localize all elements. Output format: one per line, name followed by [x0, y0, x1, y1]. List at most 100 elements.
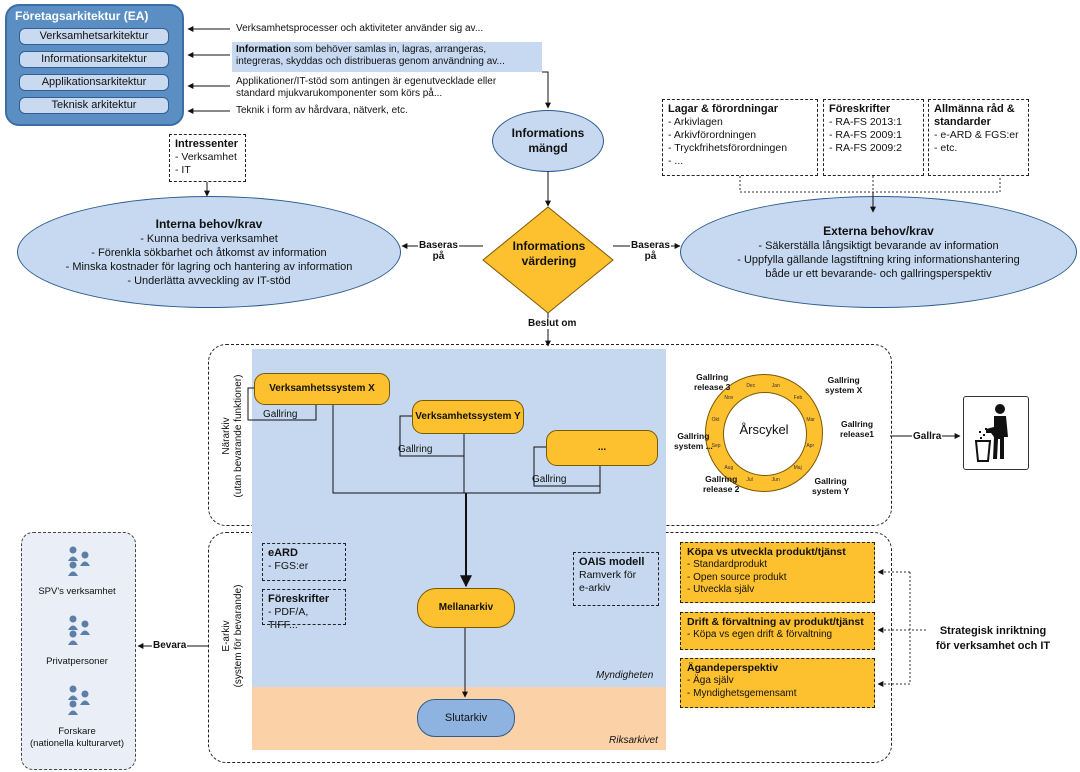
gallring-release1-1: Gallring — [840, 419, 874, 429]
gallring-release3-2: release 3 — [694, 382, 731, 392]
earkiv-label: E-arkiv (system för bevarande) — [221, 571, 245, 701]
foreskrifter-bottom-box: Föreskrifter - PDF/A, TIFF... — [262, 589, 346, 631]
allmanna-item: - etc. — [934, 142, 958, 154]
eard-item: - FGS:er — [268, 560, 309, 572]
baseras-left-1: Baseras — [419, 240, 458, 251]
lagar-title: Lagar & förordningar — [668, 103, 779, 115]
intressenter-item: - IT — [175, 164, 191, 176]
gallring-systemy-1: Gallring — [814, 476, 847, 486]
arscykel-title: Årscykel — [739, 422, 789, 437]
intressenter-title: Intressenter — [175, 138, 238, 150]
lagar-item: - Tryckfrihetsförordningen — [668, 142, 788, 154]
interna-item: - Kunna bedriva verksamhet — [140, 233, 278, 245]
lagar-item: - Arkivförordningen — [668, 129, 757, 141]
allmanna-title2: standarder — [934, 116, 991, 128]
riksarkivet-label: Riksarkivet — [609, 735, 658, 746]
people-label-kulturarv: (nationella kulturarvet) — [30, 738, 124, 749]
interna-ellipse: Interna behov/krav - Kunna bedriva verks… — [17, 196, 401, 308]
verksamhetssystem-y: Verksamhetssystem Y — [412, 400, 524, 434]
ararkiv-label: Närarkiv (utan bevarande funktioner) — [221, 371, 245, 501]
informationsmangd-ellipse: Informations mängd — [492, 110, 604, 172]
gallring-systemy-2: system Y — [812, 486, 850, 496]
externa-item: - Säkerställa långsiktigt bevarande av i… — [758, 240, 999, 252]
eard-title: eARD — [268, 547, 298, 559]
agande-item: - Myndighetsgemensamt — [687, 687, 797, 699]
gallring-label: Gallring — [532, 474, 567, 485]
arrow-to-mangd — [542, 71, 551, 109]
ea-item-applikation: Applikationsarkitektur — [19, 74, 169, 91]
month-label: Sep — [711, 442, 721, 449]
month-label: Nov — [724, 395, 734, 402]
month-label: Jul — [746, 477, 753, 484]
foreskrifter-top-item: - RA-FS 2009:1 — [829, 129, 902, 141]
arscykel-center — [723, 392, 807, 476]
month-label: Okt — [711, 417, 720, 424]
lagar-item: - ... — [668, 155, 684, 167]
oais-item: Ramverk för — [579, 569, 637, 581]
desc-applikation: Applikationer/IT-stöd som antingen är eg… — [236, 76, 496, 100]
desc-information-rest1: som behöver samlas in, lagras, arrangera… — [293, 44, 487, 55]
gallring-release2-1: Gallring — [705, 474, 738, 484]
intressenter-box: Intressenter - Verksamhet - IT — [169, 134, 246, 182]
baseras-right-1: Baseras — [631, 240, 670, 251]
desc-information: Information som behöver samlas in, lagra… — [236, 44, 541, 68]
kopa-item: - Standardprodukt — [687, 559, 768, 570]
desc-verksamhet: Verksamhetsprocesser och aktiviteter anv… — [236, 23, 484, 34]
earkiv-label-1: E-arkiv — [221, 620, 232, 652]
gallring-systemdots-1: Gallring — [677, 431, 710, 441]
gallring-release1-2: release1 — [840, 429, 875, 439]
lagar-connector — [739, 176, 1001, 193]
allmanna-box: Allmänna råd & standarder - e-ARD & FGS:… — [928, 99, 1029, 176]
informationsmangd-line1: Informations — [511, 126, 585, 140]
ea-panel: Företagsarkitektur (EA) Verksamhetsarkit… — [5, 4, 184, 126]
informationsmangd-line2: mängd — [528, 141, 568, 155]
agande-title: Ägandeperspektiv — [687, 662, 779, 674]
interna-item: - Minska kostnader för lagring och hante… — [65, 261, 353, 273]
people-icon — [64, 612, 94, 653]
vardering-line2: värdering — [521, 254, 577, 268]
interna-item: - Förenkla sökbarhet och åtkomst av info… — [91, 247, 327, 259]
strategisk-line2: för verksamhet och IT — [935, 640, 1051, 652]
system-ellipsis: ... — [546, 430, 658, 466]
people-icon — [64, 682, 94, 723]
vardering-line1: Informations — [512, 239, 586, 253]
gallring-systemx-2: system X — [825, 385, 863, 395]
interna-item: - Underlätta avveckling av IT-stöd — [127, 275, 291, 287]
baseras-right-2: på — [644, 251, 657, 262]
month-label: Jun — [771, 477, 780, 484]
foreskrifter-top-item: - RA-FS 2013:1 — [829, 116, 902, 128]
lagar-box: Lagar & förordningar - Arkivlagen - Arki… — [662, 99, 818, 176]
foreskrifter-bottom-item: - PDF/A, TIFF... — [268, 606, 309, 631]
month-label: Feb — [793, 395, 803, 402]
foreskrifter-top-box: Föreskrifter - RA-FS 2013:1 - RA-FS 2009… — [823, 99, 924, 176]
month-label: Maj — [793, 464, 802, 471]
externa-title: Externa behov/krav — [823, 224, 934, 238]
mellanarkiv: Mellanarkiv — [417, 588, 515, 628]
gallring-systemx-1: Gallring — [827, 375, 860, 385]
externa-ellipse: Externa behov/krav - Säkerställa långsik… — [680, 196, 1077, 308]
month-label: Mar — [806, 417, 815, 424]
drift-item: - Köpa vs egen drift & förvaltning — [687, 629, 833, 640]
kopa-item: - Open source produkt — [687, 571, 787, 583]
interna-title: Interna behov/krav — [155, 217, 263, 231]
vardering-label: Informations värdering — [485, 239, 613, 269]
gallring-label: Gallring — [398, 444, 433, 455]
beslut-om-label: Beslut om — [527, 318, 578, 329]
month-label: Dec — [746, 382, 756, 389]
verksamhetssystem-x: Verksamhetssystem X — [254, 373, 390, 405]
ea-item-information: Informationsarkitektur — [19, 51, 169, 68]
allmanna-item: - e-ARD & FGS:er — [934, 129, 1019, 141]
baseras-left: Baseras på — [418, 240, 459, 262]
ea-item-teknisk: Teknisk arkitektur — [19, 97, 169, 114]
desc-applikation-2: standard mjukvarukomponenter som körs på… — [236, 88, 443, 99]
agande-box: Ägandeperspektiv - Äga själv - Myndighet… — [680, 658, 875, 708]
myndigheten-label: Myndigheten — [596, 670, 654, 681]
kopa-box: Köpa vs utveckla produkt/tjänst - Standa… — [680, 542, 875, 603]
oais-item: e-arkiv — [579, 582, 611, 594]
baseras-left-2: på — [432, 251, 445, 262]
